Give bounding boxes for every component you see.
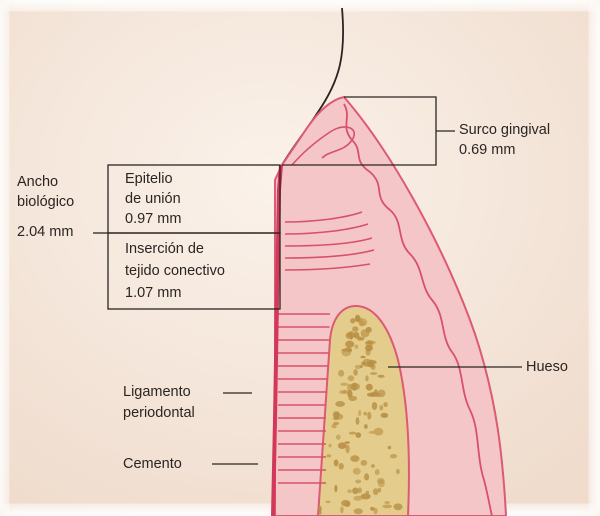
- bone-trabecula: [329, 444, 332, 447]
- bone-trabecula: [345, 347, 352, 351]
- bone-trabecula: [318, 506, 322, 512]
- bone-trabecula: [339, 463, 344, 470]
- bone-trabecula: [375, 469, 380, 475]
- insercion-line2: tejido conectivo: [125, 262, 225, 281]
- insercion-line1: Inserción de: [125, 240, 204, 259]
- bone-trabecula: [352, 488, 358, 495]
- bone-trabecula: [338, 442, 347, 449]
- bone-trabecula: [340, 506, 343, 513]
- bone-trabecula: [347, 390, 352, 398]
- ligamento-line1: Ligamento: [123, 383, 191, 402]
- bone-trabecula: [335, 401, 345, 407]
- epitelio-union-value: 0.97 mm: [125, 210, 181, 229]
- bone-trabecula: [390, 454, 397, 458]
- bone-trabecula: [373, 488, 379, 495]
- vignette-right: [590, 0, 600, 516]
- ancho-biologico-line2: biológico: [17, 193, 74, 212]
- bone-trabecula: [355, 315, 360, 322]
- bone-trabecula: [348, 375, 355, 381]
- bone-trabecula: [349, 432, 356, 435]
- bone-trabecula: [354, 508, 363, 514]
- bone-trabecula: [325, 501, 330, 504]
- insercion-value: 1.07 mm: [125, 284, 181, 303]
- bone-trabecula: [353, 369, 358, 376]
- bone-trabecula: [374, 389, 378, 396]
- bone-trabecula: [353, 496, 362, 501]
- bone-trabecula: [340, 383, 348, 386]
- bone-trabecula: [347, 489, 352, 493]
- bone-trabecula: [384, 501, 390, 504]
- ancho-biologico-line1: Ancho: [17, 173, 58, 192]
- bone-trabecula: [334, 459, 339, 466]
- bone-trabecula: [355, 480, 361, 484]
- epitelio-union-line1: Epitelio: [125, 170, 173, 189]
- bone-trabecula: [336, 435, 341, 440]
- bone-trabecula: [333, 422, 339, 425]
- ligamento-line2: periodontal: [123, 404, 195, 423]
- bone-trabecula: [364, 473, 369, 480]
- vignette-left: [0, 0, 8, 516]
- bone-trabecula: [361, 460, 368, 466]
- bone-trabecula: [382, 505, 392, 509]
- ancho-biologico-value: 2.04 mm: [17, 223, 73, 242]
- bone-trabecula: [365, 375, 368, 381]
- bone-trabecula: [360, 356, 365, 359]
- bone-trabecula: [370, 372, 378, 375]
- bone-trabecula: [372, 402, 377, 410]
- bone-trabecula: [370, 507, 375, 511]
- bone-trabecula: [367, 412, 371, 420]
- bone-trabecula: [350, 333, 353, 340]
- bone-trabecula: [345, 341, 354, 348]
- bone-trabecula: [377, 478, 385, 484]
- bone-trabecula: [356, 417, 360, 425]
- bone-trabecula: [356, 432, 362, 438]
- bone-trabecula: [343, 390, 349, 394]
- surco-gingival-title: Surco gingival: [459, 121, 550, 140]
- bone-trabecula: [379, 405, 383, 410]
- surco-gingival-value: 0.69 mm: [459, 141, 515, 160]
- bone-trabecula: [334, 485, 337, 492]
- epitelio-union-line2: de unión: [125, 190, 181, 209]
- bone-trabecula: [366, 384, 373, 391]
- bone-trabecula: [350, 455, 359, 462]
- bone-trabecula: [366, 340, 373, 348]
- bone-trabecula: [366, 349, 371, 356]
- bone-trabecula: [374, 428, 384, 436]
- bone-trabecula: [388, 446, 392, 450]
- cemento-label: Cemento: [123, 455, 182, 474]
- bone-trabecula: [367, 362, 374, 367]
- bone-trabecula: [327, 454, 332, 457]
- vignette-top: [0, 0, 600, 10]
- bone-trabecula: [350, 383, 360, 390]
- bone-trabecula: [353, 468, 361, 475]
- bone-trabecula: [381, 413, 389, 418]
- bone-trabecula: [352, 326, 358, 332]
- bone-trabecula: [364, 424, 368, 429]
- hueso-label: Hueso: [526, 358, 568, 377]
- bone-trabecula: [333, 411, 340, 418]
- bone-trabecula: [361, 329, 370, 337]
- bone-trabecula: [338, 370, 344, 377]
- bone-trabecula: [366, 491, 370, 494]
- bone-trabecula: [363, 412, 367, 416]
- bone-trabecula: [350, 318, 355, 323]
- bone-trabecula: [378, 375, 385, 378]
- bone-trabecula: [360, 365, 363, 368]
- bone-trabecula: [354, 345, 358, 349]
- bone-trabecula: [341, 500, 350, 506]
- bone-trabecula: [394, 503, 403, 510]
- bone-trabecula: [396, 469, 400, 474]
- bone-trabecula: [378, 390, 386, 398]
- bone-trabecula: [383, 402, 387, 407]
- bone-trabecula: [358, 410, 361, 416]
- bone-trabecula: [359, 321, 365, 327]
- bone-trabecula: [371, 464, 375, 468]
